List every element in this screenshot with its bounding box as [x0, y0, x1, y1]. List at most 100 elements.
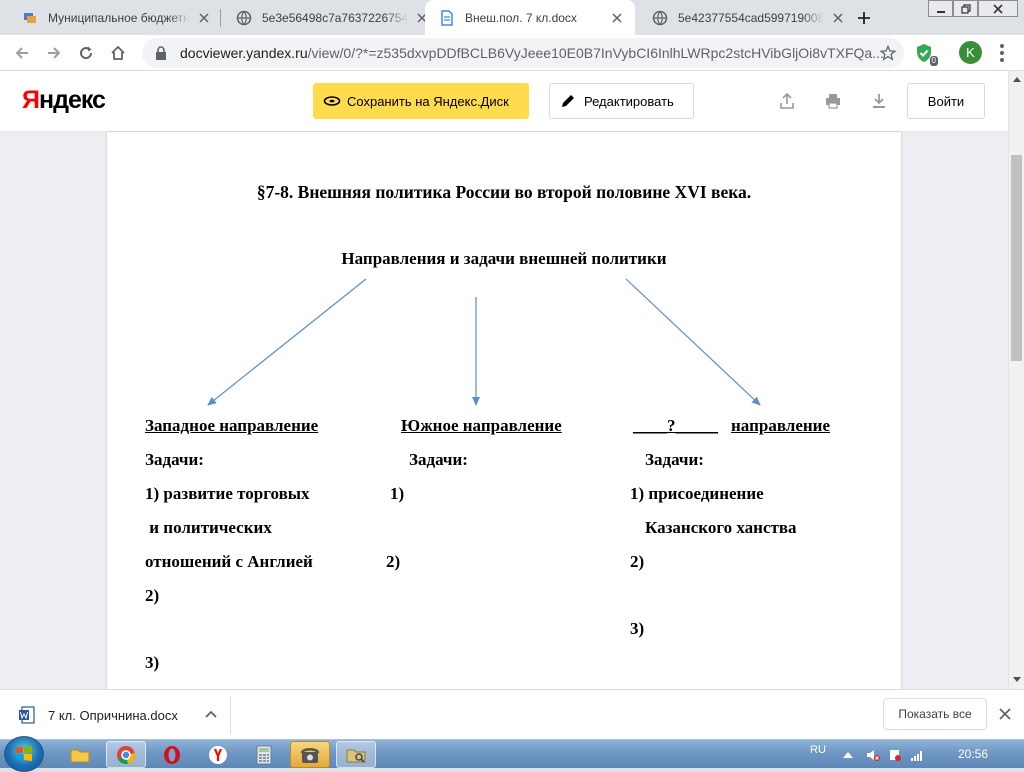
reload-button[interactable] — [72, 39, 100, 67]
restore-icon — [960, 3, 971, 14]
save-to-disk-button[interactable]: Сохранить на Яндекс.Диск — [313, 83, 529, 119]
east-task-line: Казанского ханства — [645, 518, 797, 537]
document-viewport: §7-8. Внешняя политика России во второй … — [0, 132, 1008, 752]
taskbar-explorer[interactable] — [60, 741, 100, 768]
tab-title: Муниципальное бюджетн — [48, 10, 190, 25]
forward-button[interactable] — [40, 39, 68, 67]
taskbar-yandex-browser[interactable] — [198, 741, 238, 768]
plus-icon — [858, 12, 870, 24]
minimize-icon — [936, 10, 945, 13]
save-label: Сохранить на Яндекс.Диск — [347, 93, 509, 109]
vertical-scrollbar[interactable] — [1008, 71, 1024, 689]
show-all-downloads-button[interactable]: Показать все — [883, 698, 987, 730]
url-text: docviewer.yandex.ru/view/0/?*=z535dxvpDD… — [180, 45, 884, 61]
explorer-icon — [70, 749, 90, 762]
menu-button[interactable] — [992, 41, 1012, 65]
printer-icon — [826, 94, 840, 109]
direction-arrows — [207, 278, 761, 406]
west-task-line: 3) — [145, 653, 160, 672]
east-task-line: 1) присоединение — [630, 484, 764, 503]
taskbar-chrome[interactable] — [106, 741, 146, 768]
download-shelf: 7 кл. Опричнина.docx Показать все — [0, 689, 1024, 739]
phone-icon — [300, 747, 320, 763]
clock-time[interactable]: 20:56 — [958, 747, 989, 761]
scroll-down-icon[interactable] — [1012, 675, 1022, 685]
dot — [1000, 58, 1004, 62]
globe-icon — [236, 10, 252, 26]
tray-device-icon[interactable] — [888, 748, 902, 762]
opera-icon — [164, 745, 180, 764]
new-tab-button[interactable] — [850, 4, 878, 32]
document-subtitle: Направления и задачи внешней политики — [341, 249, 667, 268]
arrow-east — [625, 278, 761, 406]
chrome-icon — [117, 745, 136, 764]
document-title: §7-8. Внешняя политика России во второй … — [256, 182, 752, 202]
close-icon[interactable] — [196, 10, 212, 26]
east-tasks-label: Задачи: — [645, 450, 704, 469]
minimize-button[interactable] — [928, 0, 953, 17]
east-task-line: 2) — [630, 552, 645, 571]
reload-icon — [80, 46, 93, 60]
share-button[interactable] — [777, 91, 797, 111]
west-task-line: 2) — [145, 586, 160, 605]
share-icon — [780, 92, 794, 109]
browser-toolbar: docviewer.yandex.ru/view/0/?*=z535dxvpDD… — [0, 35, 1024, 71]
yandex-browser-icon — [209, 745, 227, 764]
scroll-up-icon[interactable] — [1012, 74, 1022, 84]
west-task-line: отношений с Англией — [145, 552, 313, 571]
tray-expand-icon[interactable] — [841, 748, 855, 762]
tab-file-1[interactable]: 5e3e56498c7a7637226754 — [222, 0, 427, 35]
yandex-logo[interactable]: Яндекс — [22, 86, 106, 115]
shield-check-icon — [917, 44, 931, 62]
volume-muted-icon[interactable] — [866, 748, 880, 762]
close-window-button[interactable] — [978, 0, 1018, 17]
tab-title: 5e42377554cad599719008 — [678, 10, 825, 25]
taskbar-phone[interactable] — [290, 741, 330, 768]
home-button[interactable] — [104, 39, 132, 67]
print-button[interactable] — [823, 91, 843, 111]
profile-avatar[interactable]: K — [959, 41, 982, 64]
south-task-line: 1) — [390, 484, 405, 503]
edit-button[interactable]: Редактировать — [549, 83, 694, 119]
extension-badge: 0 — [929, 56, 938, 66]
document-icon — [439, 9, 455, 26]
close-icon[interactable] — [609, 10, 625, 26]
network-signal-icon[interactable] — [910, 748, 924, 762]
logo-rest: ндекс — [38, 86, 106, 114]
taskbar-calculator[interactable] — [244, 741, 284, 768]
close-icon[interactable] — [997, 706, 1013, 722]
tab-municipal[interactable]: Муниципальное бюджетн — [8, 0, 218, 35]
tab-title: 5e3e56498c7a7637226754 — [262, 10, 409, 25]
url-host: docviewer.yandex.ru — [180, 45, 308, 61]
edit-label: Редактировать — [584, 93, 674, 109]
restore-button[interactable] — [953, 0, 978, 17]
bookmark-star-icon[interactable] — [879, 44, 897, 61]
dot — [1000, 51, 1004, 55]
address-bar[interactable]: docviewer.yandex.ru/view/0/?*=z535dxvpDD… — [142, 38, 904, 68]
west-heading: Западное направление — [145, 416, 319, 435]
stack-icon — [22, 10, 38, 26]
windows-taskbar: RU 20:56 — [0, 736, 1024, 772]
tab-active-document[interactable]: Внеш.пол. 7 кл.docx — [425, 0, 635, 35]
west-task-line: и политических — [145, 518, 272, 537]
tab-file-2[interactable]: 5e42377554cad599719008 — [638, 0, 843, 35]
folder-tool-icon — [346, 749, 366, 763]
scrollbar-thumb[interactable] — [1011, 155, 1022, 361]
download-item[interactable]: 7 кл. Опричнина.docx — [10, 698, 230, 732]
download-button[interactable] — [869, 91, 889, 111]
close-icon[interactable] — [830, 10, 846, 26]
download-file-name: 7 кл. Опричнина.docx — [48, 707, 178, 723]
extension-button[interactable]: 0 — [914, 43, 938, 66]
language-indicator[interactable]: RU — [810, 744, 826, 756]
login-button[interactable]: Войти — [907, 83, 985, 119]
close-icon — [993, 3, 1003, 14]
taskbar-opera[interactable] — [152, 741, 192, 768]
yandex-header: Яндекс Сохранить на Яндекс.Диск Редактир… — [0, 71, 1008, 132]
chevron-up-icon[interactable] — [204, 708, 218, 722]
taskbar-folder-tool[interactable] — [336, 741, 376, 768]
start-button[interactable] — [4, 736, 44, 772]
back-button[interactable] — [8, 39, 36, 67]
south-task-line: 2) — [386, 552, 401, 571]
south-heading: Южное направление — [401, 416, 562, 435]
east-heading-blank: ____?_____ — [633, 416, 718, 435]
